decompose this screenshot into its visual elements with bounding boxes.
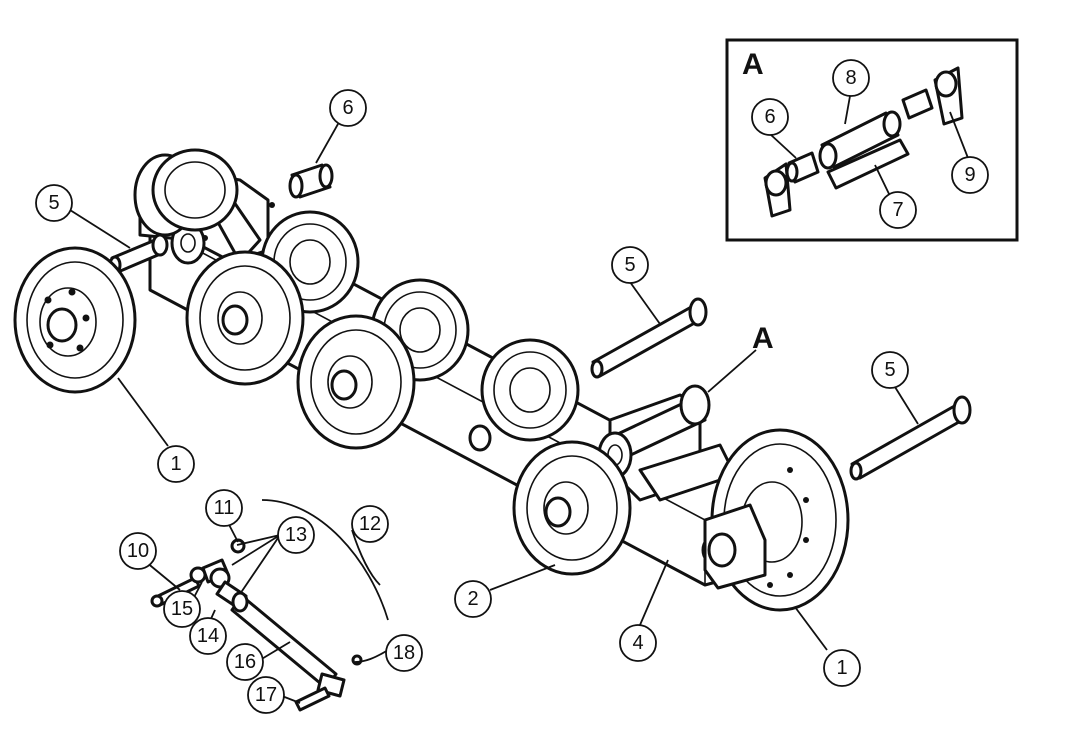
callout-13: 13 xyxy=(277,516,315,554)
svg-text:5: 5 xyxy=(884,359,895,381)
callout-5-middle: 5 xyxy=(611,246,649,284)
callout-15: 15 xyxy=(163,590,201,628)
svg-text:5: 5 xyxy=(624,254,635,276)
svg-text:16: 16 xyxy=(234,651,256,673)
callout-14: 14 xyxy=(189,617,227,655)
callout-5-left: 5 xyxy=(35,184,73,222)
road-wheel-front-1 xyxy=(185,250,305,386)
idler-wheel-left xyxy=(13,246,137,394)
detail-callout-8: 8 xyxy=(832,59,870,97)
callout-12: 12 xyxy=(351,505,389,543)
callout-2: 2 xyxy=(454,580,492,618)
detail-a-callout-label: A xyxy=(752,322,774,355)
callout-11: 11 xyxy=(205,489,243,527)
detail-callout-9: 9 xyxy=(951,156,989,194)
svg-text:6: 6 xyxy=(764,106,775,128)
svg-text:6: 6 xyxy=(342,97,353,119)
callout-17: 17 xyxy=(247,676,285,714)
svg-text:4: 4 xyxy=(632,632,643,654)
callout-18: 18 xyxy=(385,634,423,672)
svg-text:14: 14 xyxy=(197,625,219,647)
pivot-bracket-right xyxy=(597,384,737,502)
svg-text:8: 8 xyxy=(845,67,856,89)
road-wheel-back-4 xyxy=(480,338,580,442)
svg-text:18: 18 xyxy=(393,642,415,664)
detail-a-title: A xyxy=(742,48,764,81)
svg-text:13: 13 xyxy=(285,524,307,546)
svg-text:5: 5 xyxy=(48,192,59,214)
callout-1-right: 1 xyxy=(823,649,861,687)
axle-pin-middle xyxy=(590,297,708,379)
callout-4: 4 xyxy=(619,624,657,662)
axle-pin-right xyxy=(849,395,972,481)
road-wheel-front-3 xyxy=(512,440,632,576)
bushing-part-6 xyxy=(288,163,334,199)
svg-text:9: 9 xyxy=(964,164,975,186)
svg-text:17: 17 xyxy=(255,684,277,706)
callout-1-left: 1 xyxy=(157,445,195,483)
detail-callout-6: 6 xyxy=(751,98,789,136)
callout-10: 10 xyxy=(119,532,157,570)
road-wheel-front-2 xyxy=(296,314,416,450)
road-wheel-back-1 xyxy=(151,148,239,232)
svg-text:1: 1 xyxy=(170,453,181,475)
svg-text:11: 11 xyxy=(214,497,235,519)
callout-6: 6 xyxy=(329,89,367,127)
svg-text:12: 12 xyxy=(359,513,381,535)
svg-text:10: 10 xyxy=(127,540,149,562)
svg-text:7: 7 xyxy=(892,199,903,221)
callout-16: 16 xyxy=(226,643,264,681)
callout-5-right: 5 xyxy=(871,351,909,389)
beam-end-block xyxy=(703,503,767,590)
svg-text:1: 1 xyxy=(836,657,847,679)
svg-text:15: 15 xyxy=(171,598,193,620)
svg-text:2: 2 xyxy=(467,588,478,610)
detail-a-box: A xyxy=(725,38,1019,242)
detail-callout-7: 7 xyxy=(879,191,917,229)
